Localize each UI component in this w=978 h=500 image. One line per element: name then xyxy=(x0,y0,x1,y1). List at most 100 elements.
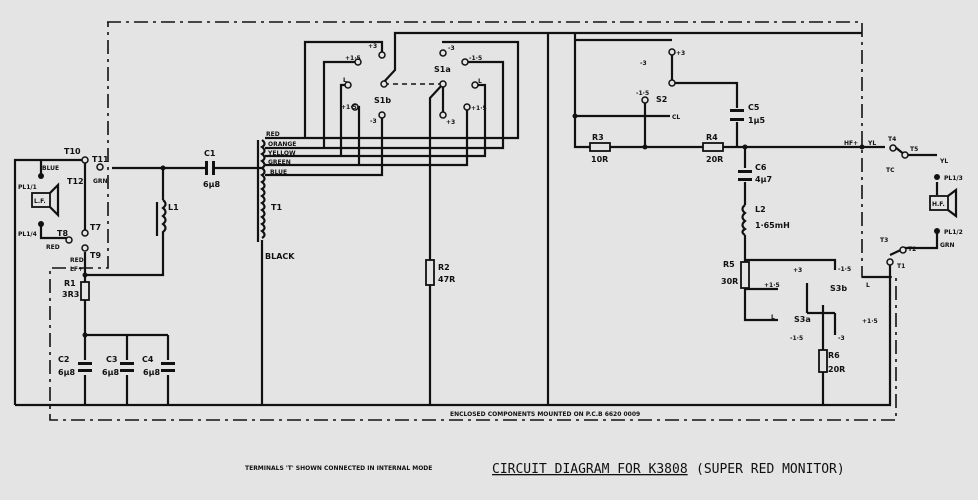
capacitor-c5 xyxy=(730,109,744,121)
resistor-r3 xyxy=(589,142,611,152)
label-t8: T8 xyxy=(57,229,68,238)
label-hf-plus: HF+ xyxy=(844,140,858,147)
enclosure-note: ENCLOSED COMPONENTS MOUNTED ON P.C.B 662… xyxy=(450,411,640,418)
label-s1b-p3: +3 xyxy=(368,43,377,50)
label-pl1-3: PL1/3 xyxy=(944,175,963,182)
capacitor-c1 xyxy=(205,161,215,175)
lf-speaker-icon xyxy=(31,160,68,240)
label-s3-m3: -3 xyxy=(838,335,845,342)
label-r4-value: 20R xyxy=(706,155,723,164)
label-c2-value: 6µ8 xyxy=(58,368,75,377)
label-s1b-l: L xyxy=(343,77,347,84)
terminals-note: TERMINALS 'T' SHOWN CONNECTED IN INTERNA… xyxy=(245,465,432,472)
diagram-subtitle: (SUPER RED MONITOR) xyxy=(696,462,845,477)
capacitor-c2 xyxy=(78,362,92,372)
label-s3a: S3a xyxy=(794,315,811,324)
label-r6-value: 20R xyxy=(828,365,845,374)
label-r1-value: 3R3 xyxy=(62,290,79,299)
label-wire-orange: ORANGE xyxy=(268,141,296,148)
label-c4-value: 6µ8 xyxy=(143,368,160,377)
label-s2-cl: CL xyxy=(672,114,680,121)
label-l2: L2 xyxy=(755,205,766,214)
label-red-lead-2: RED xyxy=(70,257,84,264)
capacitor-c6 xyxy=(738,170,752,181)
label-yl-2: YL xyxy=(939,158,948,165)
label-t12: T12 xyxy=(67,177,84,186)
label-c4: C4 xyxy=(142,355,154,364)
label-s3-p15-2: +1·5 xyxy=(862,318,878,325)
label-lf: L.F. xyxy=(34,198,46,205)
label-c3-value: 6µ8 xyxy=(102,368,119,377)
label-r2-value: 47R xyxy=(438,275,455,284)
label-hf: H.F. xyxy=(932,201,945,208)
label-s1a-p3: +3 xyxy=(446,119,455,126)
label-wire-red: RED xyxy=(266,131,280,138)
label-s3-p15: +1·5 xyxy=(764,282,780,289)
label-s3-l-2: L xyxy=(866,282,870,289)
inductor-l1 xyxy=(155,199,167,238)
capacitors xyxy=(78,109,752,372)
label-pl1-2: PL1/2 xyxy=(944,229,963,236)
label-t9: T9 xyxy=(90,251,101,260)
label-s3-p3: +3 xyxy=(793,267,802,274)
labels: T10 T11 T12 T7 T8 T9 BLUE GRN RED RED LF… xyxy=(18,43,963,477)
capacitor-c4 xyxy=(161,362,175,372)
label-blue-lead: BLUE xyxy=(42,165,59,172)
label-c1: C1 xyxy=(204,149,216,158)
label-t10: T10 xyxy=(64,147,81,156)
terminal-posts xyxy=(65,48,909,338)
label-t1-terminal: T1 xyxy=(897,263,905,270)
label-r6: R6 xyxy=(828,351,840,360)
label-r5-value: 30R xyxy=(721,277,738,286)
label-s3-m15-2: -1·5 xyxy=(790,335,803,342)
label-r1: R1 xyxy=(64,279,76,288)
label-t11: T11 xyxy=(92,155,109,164)
label-c1-value: 6µ8 xyxy=(203,180,220,189)
resistor-r4 xyxy=(702,142,724,152)
label-s1a: S1a xyxy=(434,65,451,74)
label-r2: R2 xyxy=(438,263,450,272)
label-t2: T2 xyxy=(908,246,916,253)
label-c3: C3 xyxy=(106,355,117,364)
label-c6: C6 xyxy=(755,163,767,172)
resistor-r2 xyxy=(425,259,435,286)
label-wire-black: BLACK xyxy=(265,252,295,261)
label-s1a-m15: -1·5 xyxy=(469,55,482,62)
label-s1b-p15-2: +1·5 xyxy=(341,104,357,111)
label-r3-value: 10R xyxy=(591,155,608,164)
label-s1a-m3: -3 xyxy=(448,45,455,52)
label-s2: S2 xyxy=(656,95,667,104)
label-s2-m15: -1·5 xyxy=(636,90,649,97)
label-grn-lead: GRN xyxy=(93,178,108,185)
label-s1b: S1b xyxy=(374,96,391,105)
label-s1a-l: L xyxy=(478,78,482,85)
resistor-r6 xyxy=(818,349,828,373)
label-s2-p3: +3 xyxy=(676,50,685,57)
label-tc: TC xyxy=(886,167,895,174)
label-r3: R3 xyxy=(592,133,604,142)
label-l1: L1 xyxy=(168,203,179,212)
label-t7: T7 xyxy=(90,223,101,232)
label-r4: R4 xyxy=(706,133,718,142)
resistor-r5 xyxy=(740,261,750,289)
label-s3-m15: -1·5 xyxy=(838,266,851,273)
pcb-enclosure-boundary xyxy=(49,21,897,421)
wiring xyxy=(13,31,939,407)
resistors xyxy=(80,142,828,373)
label-wire-blue: BLUE xyxy=(270,169,287,176)
label-s1a-p15: +1·5 xyxy=(471,105,487,112)
label-wire-yellow: YELLOW xyxy=(267,150,296,157)
label-r5: R5 xyxy=(723,260,735,269)
resistor-r1 xyxy=(80,281,90,301)
label-red-lead: RED xyxy=(46,244,60,251)
label-t5: T5 xyxy=(910,146,918,153)
inductors xyxy=(155,139,747,242)
label-s2-m3: -3 xyxy=(640,60,647,67)
speakers xyxy=(31,160,958,240)
label-s3b: S3b xyxy=(830,284,847,293)
label-l2-value: 1·65mH xyxy=(755,221,790,230)
label-grn-hf: GRN xyxy=(940,242,955,249)
label-lf-plus: LF+ xyxy=(70,266,83,273)
label-c5: C5 xyxy=(748,103,760,112)
